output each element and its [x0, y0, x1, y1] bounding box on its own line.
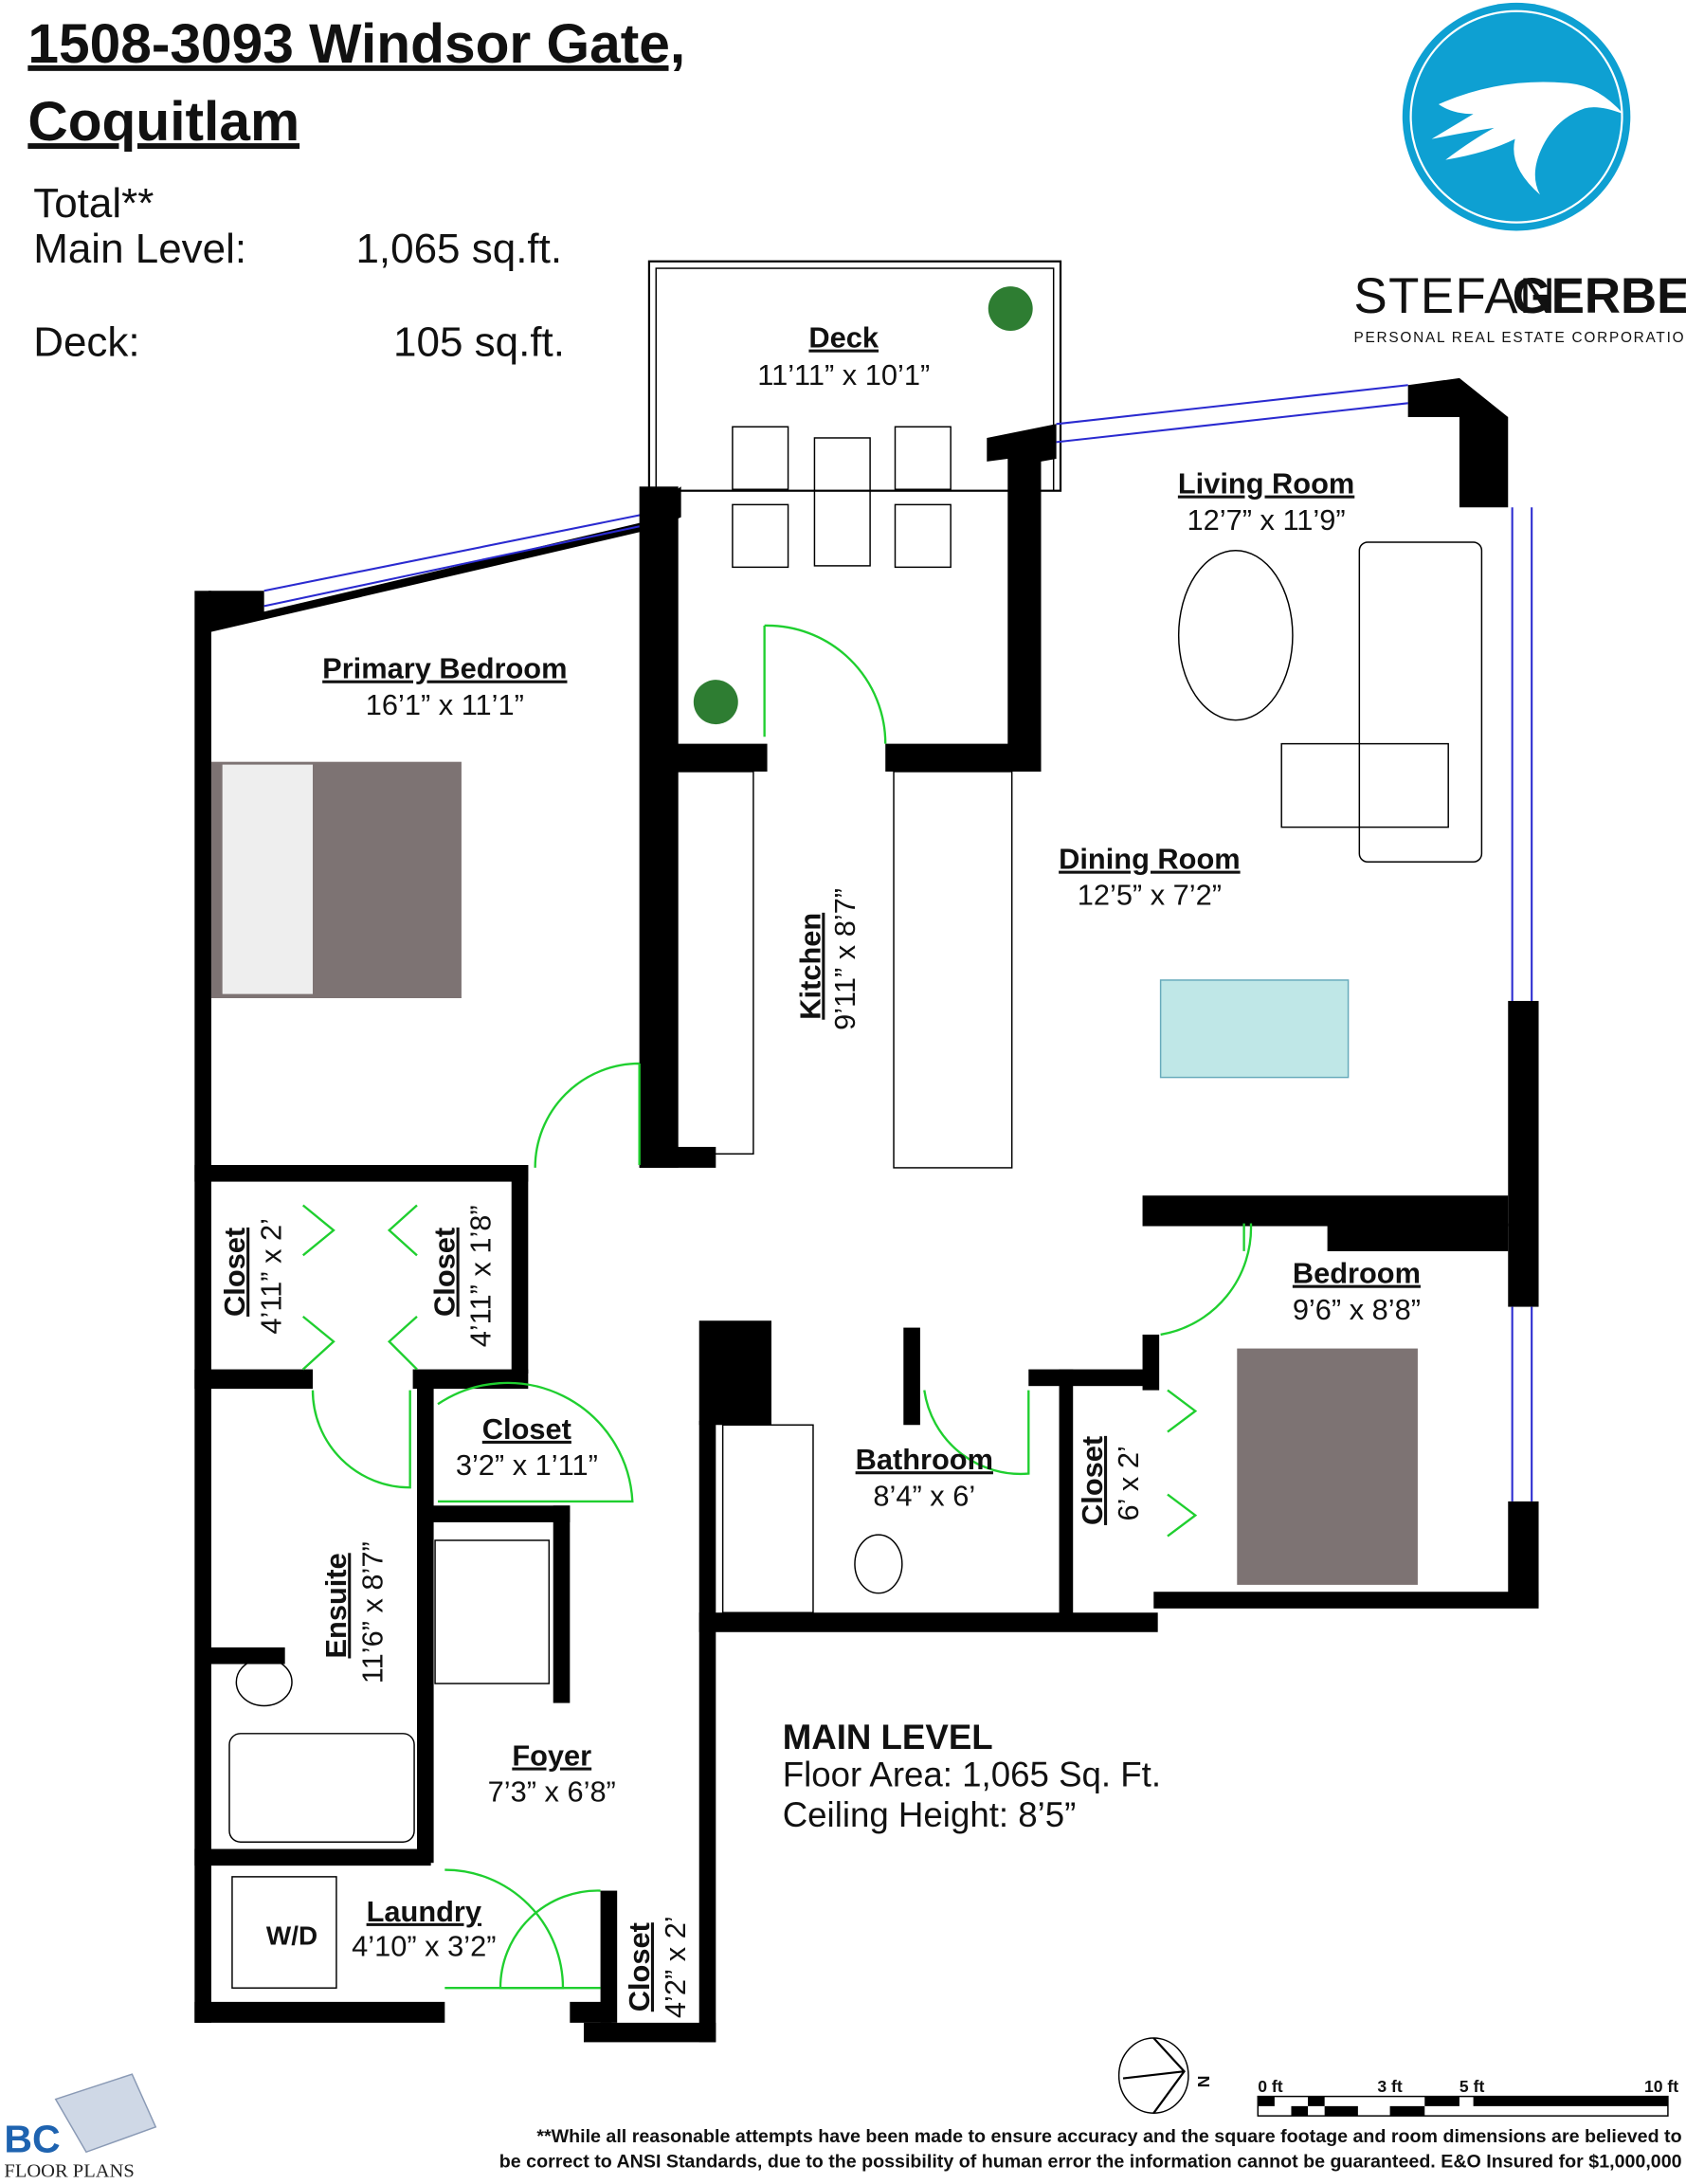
compass-icon: N — [1117, 2037, 1213, 2114]
deck-value: 105 sq.ft. — [393, 318, 565, 365]
laundry-dims: 4’10” x 3’2” — [352, 1929, 496, 1962]
summary-ceiling: Ceiling Height: 8’5” — [783, 1795, 1077, 1834]
toilet-icon — [235, 1657, 293, 1707]
plant-icon — [693, 680, 738, 725]
closet-dims: 6’ x 2’ — [1112, 1446, 1145, 1520]
bedroom-name: Bedroom — [1293, 1257, 1421, 1290]
washer-dryer-label: W/D — [266, 1921, 317, 1951]
closet-dims: 4’11” x 1’8” — [464, 1205, 498, 1347]
kitchen-dims: 9’11” x 8’7” — [828, 888, 861, 1030]
dining-room-name: Dining Room — [1059, 843, 1241, 876]
dining-room-dims: 12’5” x 7’2” — [1078, 879, 1222, 912]
shower-icon — [721, 1424, 814, 1613]
shower-icon — [434, 1539, 551, 1684]
kitchen-name: Kitchen — [793, 913, 826, 1020]
doors — [301, 624, 1253, 1990]
closet-dims: 3’2” x 1’11” — [456, 1448, 598, 1482]
summary-floor-area: Floor Area: 1,065 Sq. Ft. — [783, 1756, 1161, 1794]
closet-dims: 4’2” x 2’ — [659, 1916, 692, 2018]
rug-icon — [1177, 550, 1294, 721]
scale-label: 3 ft — [1377, 2077, 1403, 2096]
washer-dryer-icon — [231, 1876, 337, 1989]
closet-dims: 4’11” x 2’ — [254, 1218, 287, 1335]
bathroom-dims: 8’4” x 6’ — [873, 1479, 975, 1512]
brand-logo: STEFAN GERBER PERSONAL REAL ESTATE CORPO… — [1353, 2, 1686, 346]
foyer-name: Foyer — [512, 1739, 591, 1773]
laundry-name: Laundry — [367, 1895, 481, 1928]
compass-north-label: N — [1194, 2076, 1213, 2088]
plant-icon — [988, 286, 1033, 332]
primary-bedroom-name: Primary Bedroom — [322, 652, 567, 685]
disclaimer-line-1: **While all reasonable attempts have bee… — [536, 2126, 1681, 2147]
room-labels: Deck 11’11” x 10’1” Living Room 12’7” x … — [218, 321, 1421, 2018]
address-line-2: Coquitlam — [27, 91, 299, 153]
bathroom-name: Bathroom — [856, 1443, 993, 1476]
sofa-icon — [1358, 541, 1483, 864]
closet-name: Closet — [623, 1922, 656, 2011]
bathtub-icon — [228, 1733, 415, 1843]
closet-name: Closet — [218, 1228, 251, 1317]
scale-label: 10 ft — [1644, 2077, 1678, 2096]
living-room-name: Living Room — [1178, 467, 1354, 500]
summary-title: MAIN LEVEL — [783, 1718, 993, 1756]
scale-label: 5 ft — [1459, 2077, 1485, 2096]
address-line-1: 1508-3093 Windsor Gate, — [27, 13, 685, 75]
closet-name: Closet — [1076, 1436, 1109, 1525]
ensuite-dims: 11’6” x 8’7” — [355, 1541, 389, 1684]
brand-name-bold: GERBER — [1513, 268, 1686, 324]
scale-bar: 0 ft 3 ft 5 ft 10 ft — [1257, 2077, 1678, 2117]
closet-name: Closet — [482, 1412, 571, 1446]
deck-name: Deck — [808, 321, 879, 355]
deck-dims: 11’11” x 10’1” — [757, 358, 930, 391]
ensuite-name: Ensuite — [319, 1553, 353, 1658]
dining-table-icon — [1159, 979, 1350, 1079]
bc-logo-sub: FLOOR PLANS — [4, 2161, 134, 2182]
scale-label: 0 ft — [1258, 2077, 1283, 2096]
bc-logo-text: BC — [4, 2117, 60, 2160]
main-level-label: Main Level: — [33, 226, 246, 272]
footer: BC FLOOR PLANS **While all reasonable at… — [4, 2073, 1682, 2182]
level-summary: MAIN LEVEL Floor Area: 1,065 Sq. Ft. Cei… — [783, 1718, 1161, 1834]
foyer-dims: 7’3” x 6’8” — [488, 1775, 616, 1809]
total-label: Total** — [33, 180, 154, 227]
closet-name: Closet — [428, 1228, 462, 1317]
disclaimer-line-2: be correct to ANSI Standards, due to the… — [499, 2151, 1682, 2172]
furniture — [210, 541, 1483, 1989]
primary-bedroom-dims: 16’1” x 11’1” — [366, 688, 524, 721]
deck-label: Deck: — [33, 318, 139, 365]
counter-icon — [676, 771, 754, 1155]
main-level-value: 1,065 sq.ft. — [355, 226, 562, 272]
living-room-dims: 12’7” x 11’9” — [1187, 503, 1346, 537]
bed-icon — [1237, 1348, 1418, 1585]
brand-tagline: PERSONAL REAL ESTATE CORPORATION — [1353, 330, 1686, 346]
island-icon — [893, 771, 1013, 1169]
bedroom-dims: 9’6” x 8’8” — [1293, 1293, 1421, 1326]
toilet-icon — [854, 1534, 903, 1594]
brand-name-light: STEFAN — [1353, 268, 1556, 324]
listing-header: 1508-3093 Windsor Gate, Coquitlam Total*… — [27, 13, 685, 365]
patio-furniture — [693, 286, 1033, 725]
bc-floor-plans-logo: BC FLOOR PLANS — [4, 2073, 157, 2182]
